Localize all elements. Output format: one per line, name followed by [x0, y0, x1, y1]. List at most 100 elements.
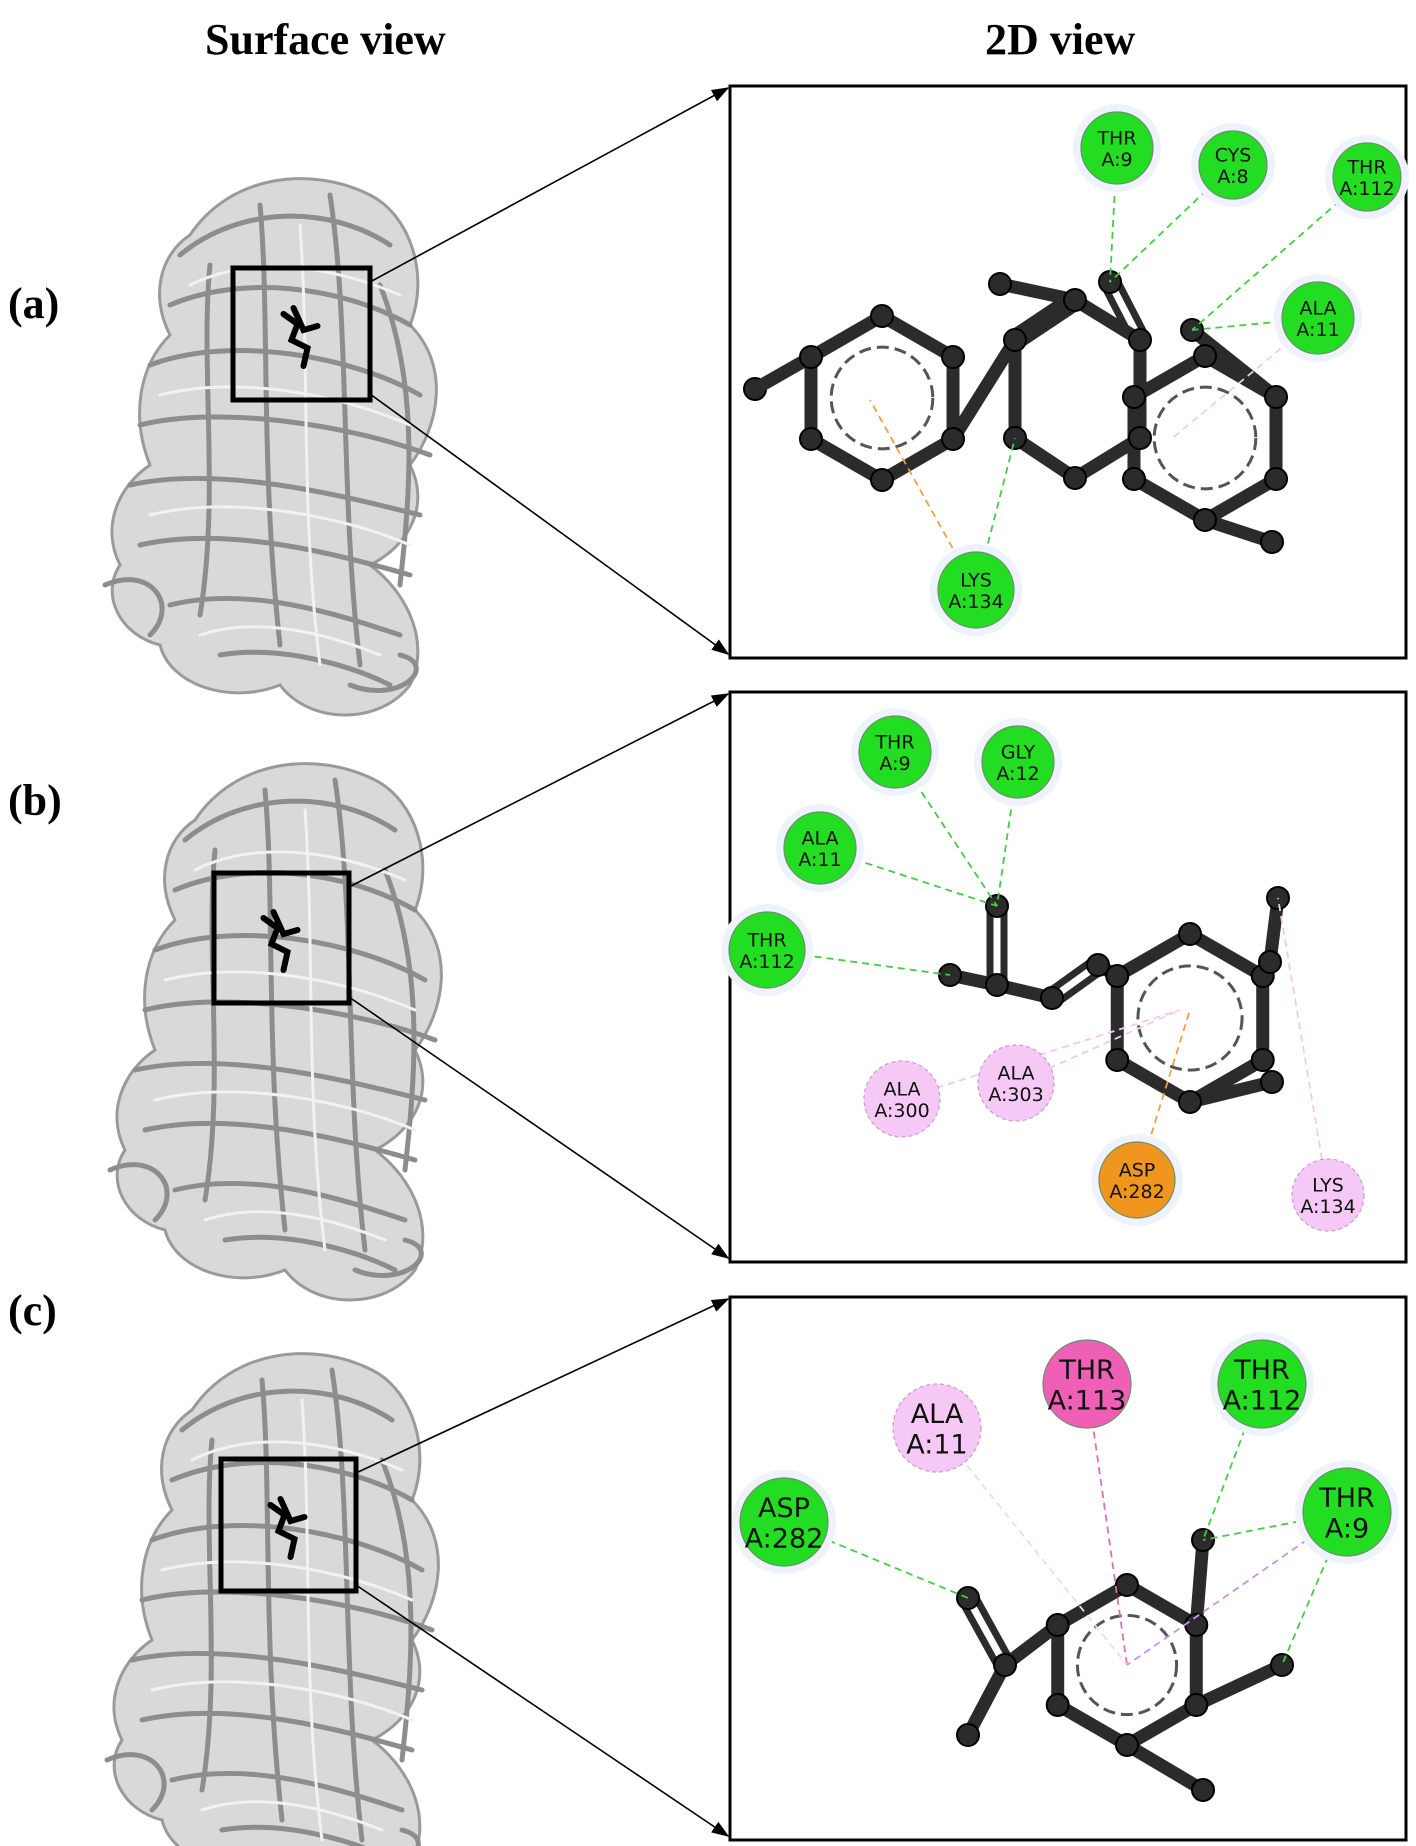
ligand-c-atom [993, 1653, 1017, 1677]
residue-disc [739, 1477, 829, 1567]
residue-disc [937, 551, 1015, 629]
residue-id: A:8 [1217, 166, 1248, 188]
ligand-c-double [970, 1591, 1015, 1666]
ligand-c-atom [1191, 1778, 1215, 1802]
ligand-b-bond [1183, 1075, 1279, 1109]
residue-name: CYS [1215, 145, 1252, 167]
ligand-a-atom [1264, 385, 1289, 409]
residue-id: A:303 [988, 1084, 1043, 1106]
arrow-top-a [369, 87, 730, 283]
selection-box-b [211, 870, 352, 1006]
residue-id: A:9 [1325, 1514, 1369, 1545]
ligand-a-phenyl-bond [804, 309, 889, 364]
ligand-c-atom [1184, 1693, 1209, 1717]
ligand-c-atom [956, 1586, 980, 1610]
residue-id: A:9 [1101, 149, 1132, 171]
residue-id: A:112 [1339, 178, 1394, 200]
residue-name: THR [1233, 1355, 1290, 1386]
residue-disc [863, 1060, 941, 1138]
surface-view-heading: Surface view [205, 15, 446, 64]
residue-disc [981, 725, 1055, 799]
interaction-c [936, 1427, 1128, 1666]
panel-c-label: (c) [8, 1286, 57, 1335]
arrow-top-c [355, 1298, 730, 1474]
ligand-a-atom [870, 468, 894, 492]
residue-id: A:112 [739, 951, 794, 973]
residue-id: A:134 [948, 591, 1003, 613]
ligand-b-phenyl-aromatic [1136, 964, 1244, 1072]
interaction-c [1126, 1511, 1348, 1666]
ligand-a-core-bond [1008, 431, 1082, 485]
ligand-a-benz-bond [1198, 472, 1283, 527]
residue-disc [1332, 142, 1402, 212]
selection-box-c [218, 1456, 359, 1594]
interaction-a [1169, 317, 1319, 441]
ligand-a-atom [1121, 467, 1146, 491]
ligand-a-atom [1193, 508, 1217, 532]
ligand-b-atom [1178, 922, 1202, 946]
ligand-c-atom [1045, 1613, 1070, 1637]
ligand-a-atom [941, 345, 966, 369]
ligand-a-atom [798, 345, 823, 369]
ligand-a-atom [1003, 328, 1027, 352]
arrow-top-b [348, 693, 730, 888]
selection-box-a [230, 265, 373, 403]
ligand-a-benz-bond [1127, 349, 1212, 404]
residue-id: A:113 [1048, 1386, 1127, 1417]
residue-name: LYS [960, 570, 992, 592]
residue-id: A:11 [906, 1430, 967, 1461]
ligand-a-phenyl-bond [875, 309, 960, 364]
residue-name: ALA [801, 828, 838, 850]
ligand-b-atom [1105, 1048, 1130, 1072]
ligand-c-phenyl-bond [1051, 1698, 1134, 1752]
residue-name: THR [746, 930, 786, 952]
residue-name: THR [874, 732, 914, 754]
ligand-c-bond [1189, 1533, 1210, 1632]
ligand-c-atom [1115, 1573, 1139, 1597]
view-box-a [728, 84, 1408, 660]
interaction-a [1191, 317, 1319, 331]
ligand-a-atom [798, 427, 823, 451]
interaction-a [1109, 147, 1118, 283]
residue-disc [892, 1383, 982, 1473]
residue-name: ALA [1299, 298, 1336, 320]
ligand-a-double [1100, 281, 1138, 347]
arrow-bottom-c [355, 1584, 730, 1837]
ligand-c-atom [1045, 1693, 1070, 1717]
residue-id: A:11 [1296, 319, 1339, 341]
ligand-c-bond [1120, 1738, 1210, 1797]
ligand-blob-b [260, 909, 301, 973]
residue-id: A:282 [745, 1524, 824, 1555]
ligand-a-atom [1063, 288, 1087, 312]
residue-disc [1217, 1339, 1307, 1429]
residue-disc [1281, 281, 1355, 355]
ligand-a-atom [1193, 344, 1217, 368]
residue-name: ALA [997, 1063, 1034, 1085]
residue-name: ALA [883, 1079, 920, 1101]
ligand-c-phenyl-bond [1120, 1578, 1203, 1632]
panel-b-label: (b) [8, 776, 62, 825]
residue-name: ALA [911, 1399, 964, 1430]
ligand-b-phenyl-bond [1183, 927, 1270, 983]
ligand-c-bond [1189, 1658, 1289, 1712]
ligand-c-double [958, 1597, 1003, 1672]
residue-id: A:282 [1109, 1181, 1164, 1203]
ligand-a-atom [1121, 385, 1146, 409]
ligand-a-benz-bond [1127, 472, 1212, 527]
residue-name: ASP [1119, 1160, 1156, 1182]
residue-name: ASP [758, 1493, 810, 1524]
residue-disc [1042, 1339, 1132, 1429]
